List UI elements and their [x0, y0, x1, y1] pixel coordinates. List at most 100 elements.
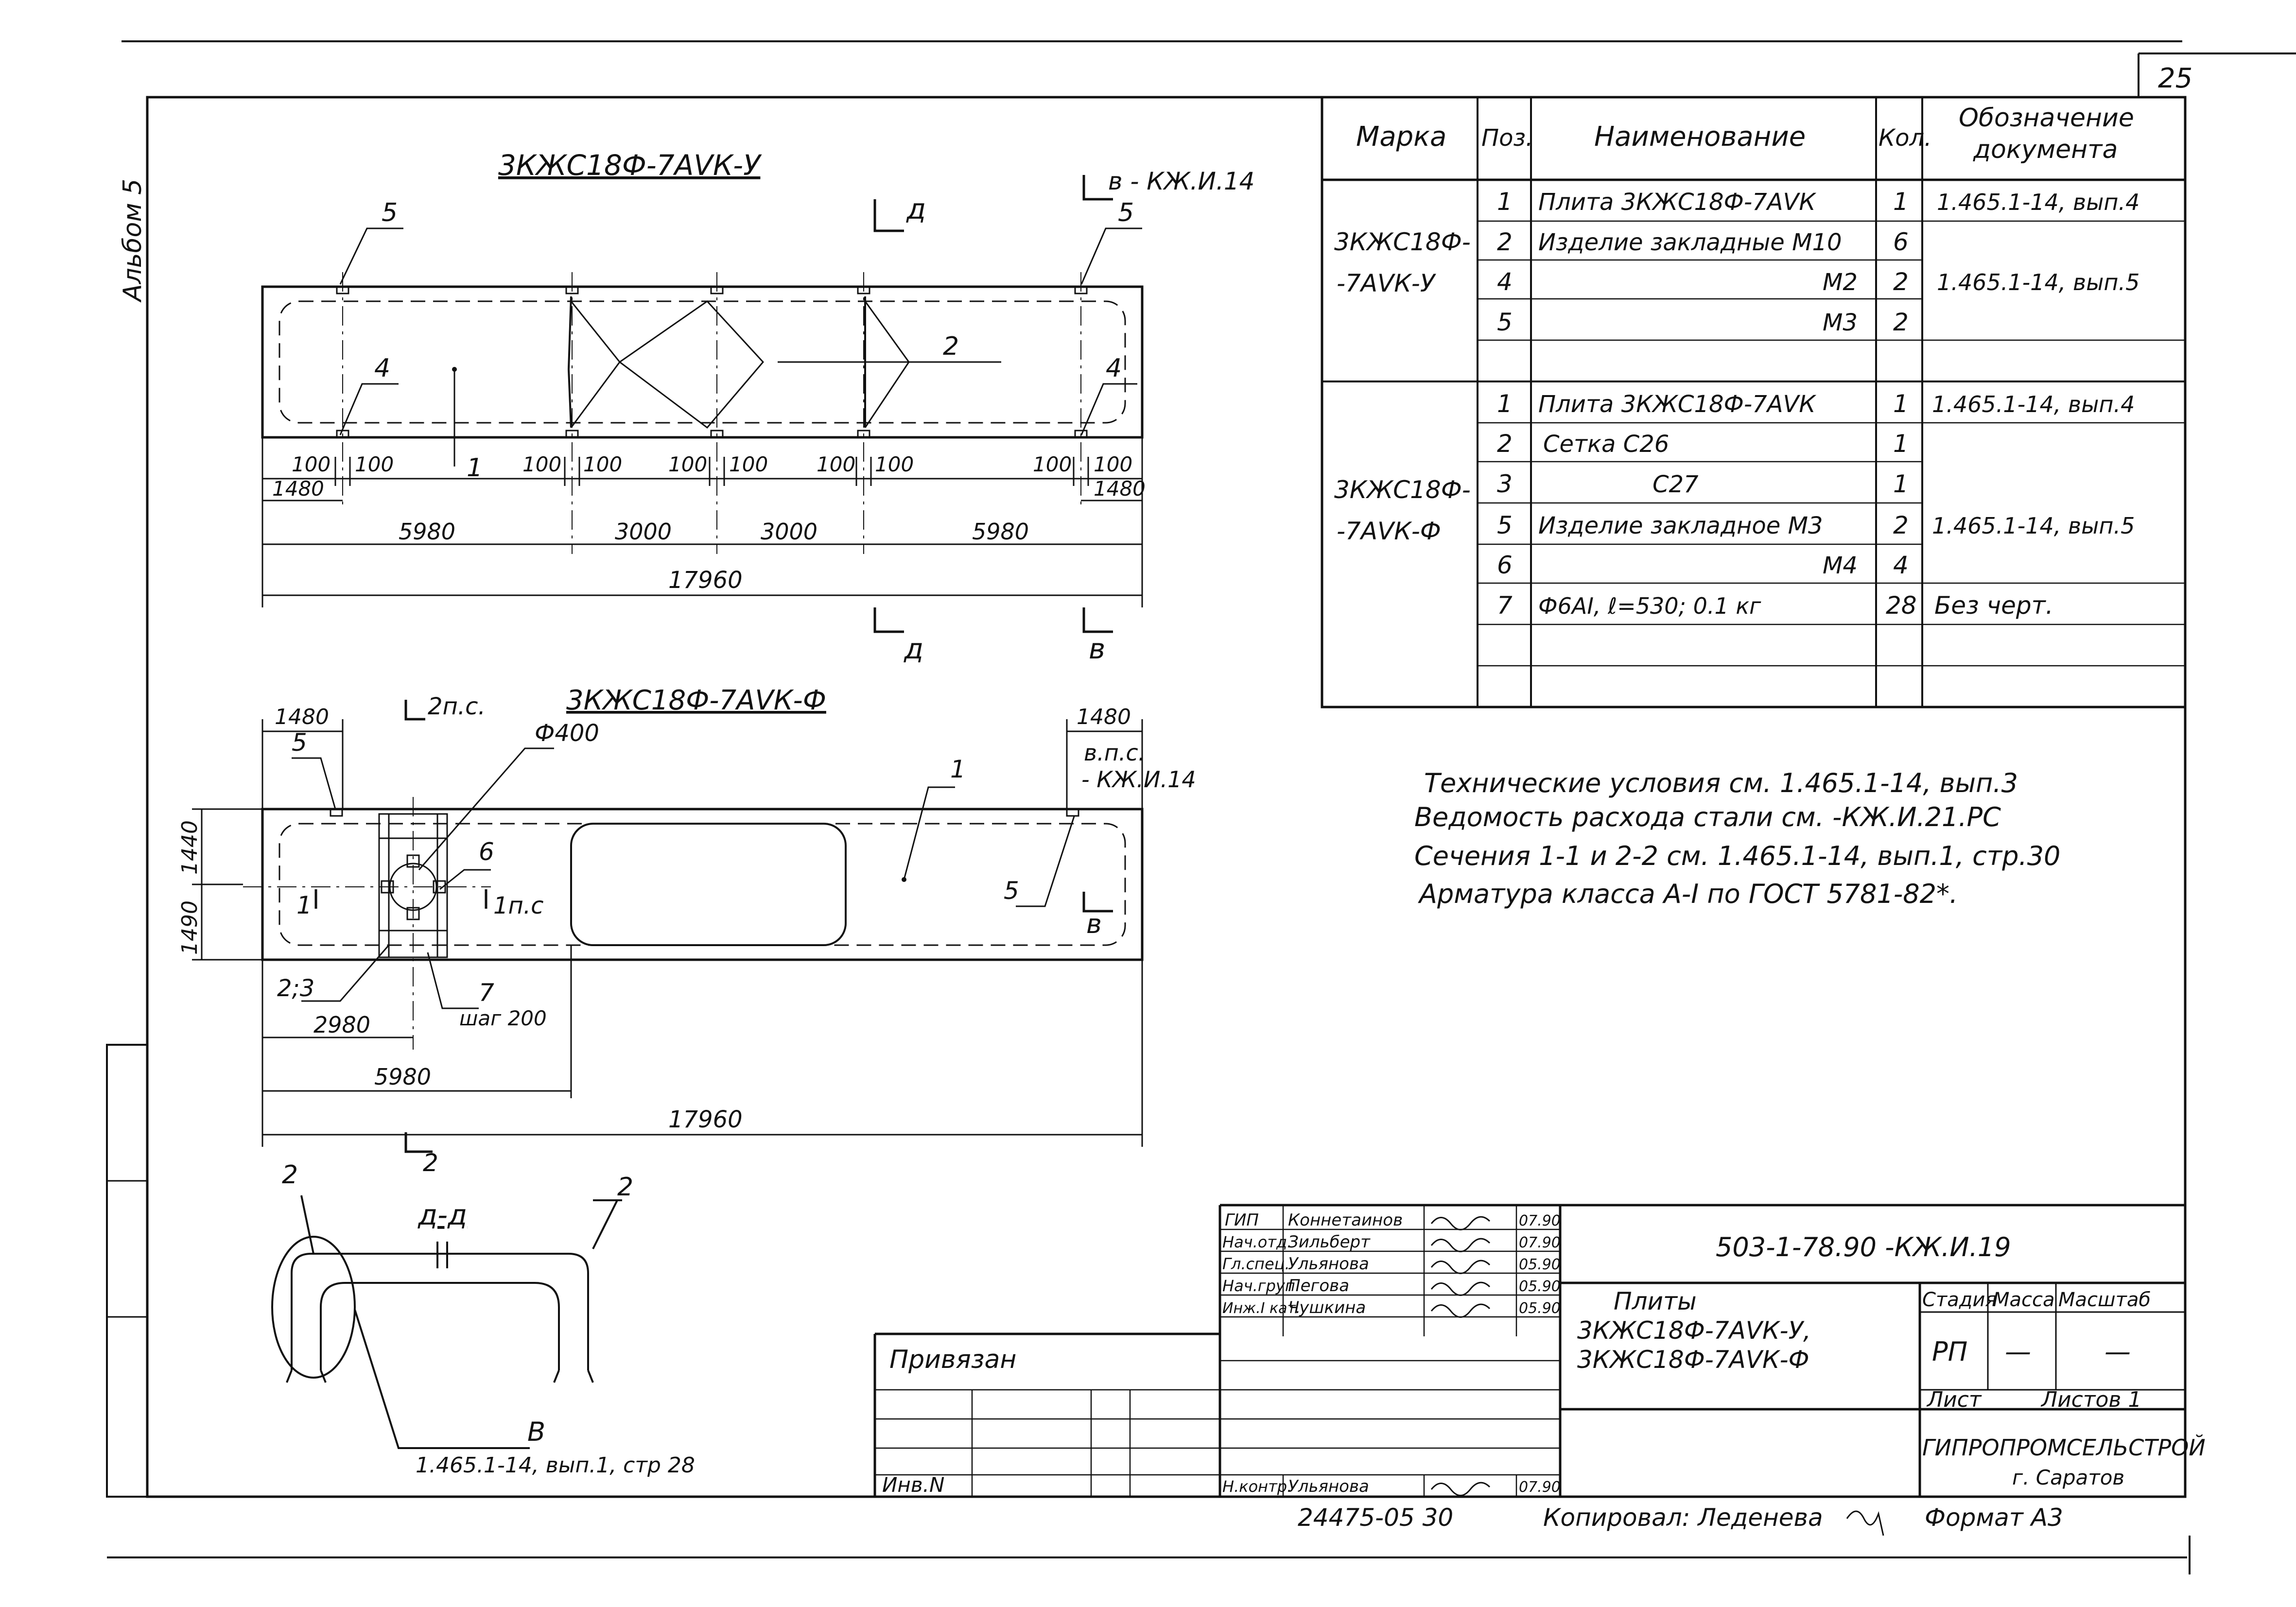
- view1-dim-100-1: 100: [292, 452, 330, 476]
- view1-dim-100-2: 100: [355, 452, 394, 476]
- view1-cut-d-bottom: д: [904, 632, 923, 665]
- view1-dim-100-6: 100: [729, 452, 768, 476]
- tb-sig4-date: 05.90: [1519, 1278, 1561, 1295]
- title-block: 503-1-78.90 -КЖ.И.19 Плиты 3КЖС18Ф-7АVК-…: [873, 1204, 2206, 1536]
- section-dd-detail: В: [527, 1417, 545, 1447]
- view1-outline: [261, 285, 1144, 439]
- spec-g2-r1-doc: 1.465.1-14, вып.4: [1932, 391, 2135, 417]
- spec-g1-r2-qty: 6: [1893, 228, 1909, 256]
- spec-g2-r5-qty: 4: [1893, 551, 1909, 579]
- tb-org-1: ГИПРОПРОМСЕЛЬСТРОЙ: [1922, 1434, 2206, 1461]
- tb-control-name: Ульянова: [1288, 1477, 1369, 1496]
- tb-sig1-date: 07.90: [1519, 1212, 1561, 1229]
- view1-leader-5a: 5: [382, 198, 398, 227]
- spec-g1-mark-2: -7АVК-У: [1337, 269, 1437, 297]
- view1-dim-100-4: 100: [583, 452, 622, 476]
- tb-sig3-role: Гл.спец.: [1222, 1255, 1290, 1273]
- spec-g2-r3-qty: 1: [1893, 470, 1909, 498]
- tb-sig4-role: Нач.груп.: [1222, 1277, 1300, 1295]
- view2-dim-5980: 5980: [374, 1064, 431, 1090]
- spec-g1-r4-name: М3: [1823, 309, 1858, 336]
- tb-stage-label: Стадия: [1922, 1289, 1997, 1311]
- spec-header-doc-1: Обозначение: [1959, 104, 2134, 133]
- album-label: Альбом 5: [118, 179, 147, 303]
- spec-g1-r3-qty: 2: [1893, 268, 1909, 296]
- spec-header-mark: Марка: [1356, 121, 1446, 153]
- spec-header-doc-2: документа: [1973, 135, 2118, 164]
- view1-dim-5980-right: 5980: [972, 518, 1029, 545]
- spec-g2-r4-name: Изделие закладное М3: [1538, 512, 1823, 539]
- view2-plate-f: 3КЖС18Ф-7АVК-Ф: [177, 685, 1196, 1177]
- tb-sig2-role: Нач.отд.: [1222, 1233, 1292, 1251]
- view2-inner-contour: [278, 823, 1126, 946]
- note-1: Технические условия см. 1.465.1-14, вып.…: [1424, 768, 2018, 798]
- note-3: Сечения 1-1 и 2-2 см. 1.465.1-14, вып.1,…: [1414, 841, 2060, 871]
- copy-info: 24475-05 30: [1298, 1503, 1453, 1532]
- view2-dim-2980: 2980: [313, 1012, 370, 1038]
- view2-section-ref: в.п.с.: [1084, 740, 1145, 766]
- view2-cut-b: в: [1086, 909, 1102, 939]
- spec-g2-r2-name: Сетка С26: [1543, 431, 1669, 458]
- view2-hole-dia: Ф400: [535, 720, 599, 747]
- view1-leader-4a: 4: [374, 354, 390, 383]
- view2-leader-1: 1: [950, 755, 966, 783]
- spec-g1-r3-doc: 1.465.1-14, вып.5: [1937, 269, 2139, 295]
- tb-title-1: Плиты: [1614, 1287, 1697, 1315]
- tb-sheets-label: Листов 1: [2040, 1387, 2141, 1412]
- view1-title: 3КЖС18Ф-7АVК-У: [498, 149, 762, 182]
- section-dd-detail-ref: 1.465.1-14, вып.1, стр 28: [416, 1453, 695, 1478]
- view2-cut-1ps: 1п.с: [493, 892, 544, 919]
- view2-dim-1440: 1440: [177, 820, 202, 875]
- spec-g1-mark-1: 3КЖС18Ф-: [1334, 228, 1471, 256]
- view2-title: 3КЖС18Ф-7АVК-Ф: [566, 685, 826, 716]
- sheet-format: Формат А3: [1925, 1503, 2063, 1532]
- section-dd-title: д-д: [417, 1198, 467, 1231]
- tb-org-2: г. Саратов: [2012, 1466, 2124, 1489]
- view2-leader-5b: 5: [1004, 877, 1019, 905]
- view1-inner-contour: [278, 300, 1126, 424]
- spec-g1-r4-qty: 2: [1893, 308, 1909, 336]
- view2-dim-total: 17960: [668, 1106, 743, 1133]
- view1-dim-100-7: 100: [817, 452, 855, 476]
- note-2: Ведомость расхода стали см. -КЖ.И.21.РС: [1414, 802, 2001, 832]
- view2-cut-2: 2: [423, 1149, 438, 1177]
- spec-g2-r6-pos: 7: [1497, 591, 1513, 620]
- spec-g2-r5-name: М4: [1823, 552, 1858, 579]
- view2-dim-1480-right: 1480: [1077, 705, 1131, 729]
- spec-g2-mark-2: -7АVК-Ф: [1337, 517, 1441, 545]
- page-number: 25: [2158, 63, 2192, 94]
- view1-dim-5980-left: 5980: [399, 518, 455, 545]
- view2-dim-1490: 1490: [177, 900, 202, 955]
- tb-scale-label: Масштаб: [2058, 1289, 2151, 1311]
- view1-dim-100-5: 100: [668, 452, 707, 476]
- view1-leader-4b: 4: [1106, 354, 1122, 383]
- view1-dim-1480-left: 1480: [272, 477, 324, 501]
- spec-header-qty: Кол.: [1879, 124, 1931, 152]
- view1-leader-5b: 5: [1118, 198, 1134, 227]
- tb-title-3: 3КЖС18Ф-7АVК-Ф: [1577, 1346, 1809, 1374]
- tb-title-2: 3КЖС18Ф-7АVК-У,: [1577, 1316, 1811, 1345]
- spec-g2-r2-pos: 2: [1497, 430, 1513, 458]
- tb-mass: —: [2005, 1336, 2031, 1367]
- spec-g1-r1-doc: 1.465.1-14, вып.4: [1937, 189, 2139, 215]
- spec-g2-r3-pos: 3: [1497, 470, 1513, 498]
- tb-sig5-role: Инж.I кат.: [1222, 1300, 1301, 1317]
- view1-dim-100-3: 100: [522, 452, 561, 476]
- sheet-frame: [106, 40, 2296, 1574]
- tb-sheet-label: Лист: [1926, 1387, 1982, 1412]
- notes: Технические условия см. 1.465.1-14, вып.…: [1414, 768, 2060, 909]
- signature-marks: [1430, 1216, 1884, 1536]
- tb-sig1-role: ГИП: [1225, 1210, 1259, 1230]
- spec-g2-r1-pos: 1: [1497, 390, 1513, 418]
- spec-table: Марка Поз. Наименование Кол. Обозначение…: [1321, 96, 2187, 708]
- view1-section-ref: в - КЖ.И.14: [1108, 167, 1254, 195]
- spec-g2-r4-doc: 1.465.1-14, вып.5: [1932, 513, 2135, 539]
- copied-by: Копировал: Леденева: [1543, 1503, 1823, 1532]
- view2-leader-7: 7: [479, 979, 494, 1007]
- spec-g2-r1-name: Плита 3КЖС18Ф-7АVК: [1538, 391, 1816, 418]
- spec-g1-r1-name: Плита 3КЖС18Ф-7АVК: [1538, 189, 1816, 216]
- view1-plate-y: 3КЖС18Ф-7АVК-У: [261, 149, 1254, 665]
- spec-g1-r2-pos: 2: [1497, 228, 1513, 256]
- tb-stamp-tied: Привязан: [889, 1345, 1016, 1374]
- tb-drawing-code: 503-1-78.90 -КЖ.И.19: [1716, 1232, 2011, 1262]
